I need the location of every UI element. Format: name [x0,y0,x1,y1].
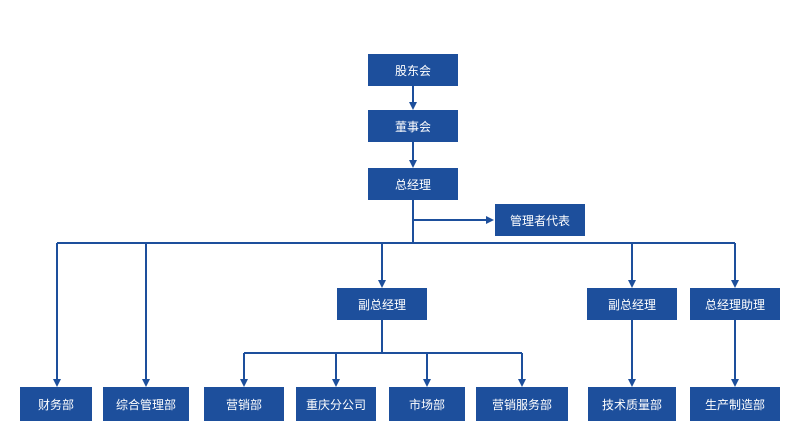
node-board: 董事会 [368,110,458,142]
node-shareholders: 股东会 [368,54,458,86]
node-deputy-gm-sales: 副总经理 [337,288,427,320]
node-deputy-gm-tech: 副总经理 [587,288,677,320]
node-finance: 财务部 [20,387,92,421]
node-management-representative: 管理者代表 [495,204,585,236]
node-sales-service: 营销服务部 [476,387,568,421]
node-general-manager: 总经理 [368,168,458,200]
node-production: 生产制造部 [690,387,780,421]
node-general-management: 综合管理部 [103,387,189,421]
node-tech-quality: 技术质量部 [588,387,676,421]
node-gm-assistant: 总经理助理 [690,288,780,320]
node-chongqing-branch: 重庆分公司 [296,387,376,421]
node-sales: 营销部 [204,387,284,421]
node-market: 市场部 [389,387,465,421]
